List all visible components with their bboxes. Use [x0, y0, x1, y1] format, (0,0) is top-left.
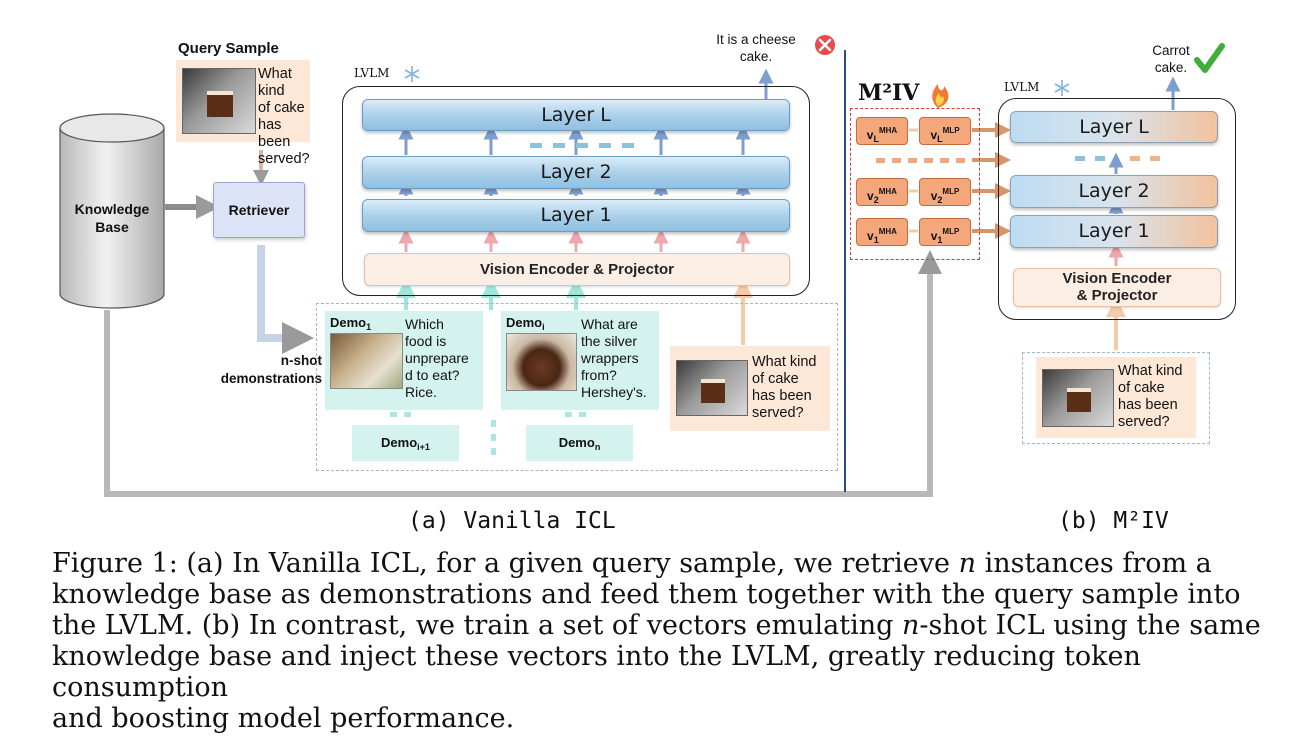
frozen-snowflake-icon-vanilla — [404, 66, 420, 82]
vector-vL-mha: vLMHA — [856, 117, 908, 145]
m2iv-query-container — [1022, 352, 1210, 444]
query-text-line: served? — [258, 151, 310, 167]
vanilla-layer-1: Layer 1 — [362, 199, 790, 232]
query-sample-card: What kind of cake has been served? — [176, 60, 310, 167]
demo-1-card: Demo1 Which food is unprepare d to eat? … — [325, 311, 483, 410]
m2iv-query-cake-image — [1042, 369, 1114, 427]
vanilla-query-card: What kind of cake has been served? — [670, 346, 830, 431]
m2iv-query-card: What kind of cake has been served? — [1036, 357, 1196, 438]
vector-v1-mlp: v1MLP — [919, 218, 971, 246]
kb-to-m2iv-connector — [104, 250, 942, 497]
caption-line-4: knowledge base and inject these vectors … — [52, 641, 1141, 703]
vanilla-lvlm-label: LVLM — [354, 66, 390, 80]
m2iv-vision-encoder: Vision Encoder & Projector — [1013, 268, 1221, 307]
m2iv-lvlm-label: LVLM — [1004, 80, 1040, 94]
query-text-line: What kind — [258, 66, 292, 99]
demo-i-cake-image — [506, 333, 577, 391]
vector-v1-mha: v1MHA — [856, 218, 908, 246]
demo-i-card: Demoi What are the silver wrappers from?… — [501, 311, 659, 410]
m2iv-vector-ellipsis — [876, 158, 965, 163]
query-text-line: of cake — [258, 100, 305, 116]
vector-v2-mlp: v2MLP — [919, 178, 971, 206]
vector-v2-mha: v2MHA — [856, 178, 908, 206]
caption-line-2: knowledge base as demonstrations and fee… — [52, 579, 1241, 610]
demonstrations-container — [316, 303, 838, 471]
retriever-label: Retriever — [228, 202, 290, 218]
vanilla-demo-dots — [390, 412, 586, 455]
m2iv-lvlm-frame — [998, 98, 1236, 320]
vector-pair-links — [909, 128, 918, 233]
caption-line-3: the LVLM. (b) In contrast, we train a se… — [52, 610, 1261, 641]
correct-answer-icon — [1194, 43, 1225, 73]
vector-vL-mlp: vLMLP — [919, 117, 971, 145]
vanilla-layer-l: Layer L — [362, 99, 790, 131]
trainable-fire-icon — [932, 84, 949, 108]
retriever-to-demos-arrow — [257, 245, 314, 354]
m2iv-vector-panel — [850, 108, 980, 260]
subcaption-a: (a) Vanilla ICL — [408, 508, 616, 534]
nshot-label: n-shot demonstrations — [220, 353, 322, 386]
caption-line-1: Figure 1: (a) In Vanilla ICL, for a give… — [52, 548, 1212, 579]
demo-1-food-image — [330, 333, 403, 389]
m2iv-vector-arrows — [972, 122, 1011, 239]
wrong-answer-icon — [815, 35, 835, 55]
vanilla-layer-ellipsis — [530, 143, 634, 148]
vanilla-pink-arrows — [398, 228, 751, 252]
m2iv-layer-l: Layer L — [1010, 111, 1218, 143]
demo-i-plus-1-card: Demoi+1 — [352, 425, 459, 461]
vanilla-lvlm-frame — [342, 86, 810, 296]
figure-caption: Figure 1: (a) In Vanilla ICL, for a give… — [52, 548, 1272, 734]
m2iv-output-text: Carrot cake. — [1152, 43, 1190, 75]
m2iv-layer-2: Layer 2 — [1010, 175, 1218, 208]
subcaption-b: (b) M²IV — [1058, 508, 1169, 534]
retriever-box: Retriever — [213, 182, 305, 238]
caption-line-5: and boosting model performance. — [52, 703, 515, 734]
vanilla-blue-arrows — [398, 68, 774, 196]
query-sample-title: Query Sample — [178, 40, 279, 57]
vanilla-vision-encoder: Vision Encoder & Projector — [364, 253, 790, 286]
frozen-snowflake-icon-m2iv — [1054, 80, 1070, 96]
knowledge-base-label: Knowledge Base — [74, 201, 150, 235]
query-text-line: has been — [258, 117, 291, 150]
m2iv-layer-ellipsis — [1075, 156, 1160, 161]
demo-n-card: Demon — [526, 425, 633, 461]
vanilla-layer-2: Layer 2 — [362, 156, 790, 189]
query-cake-image — [182, 68, 256, 134]
m2iv-layer-1: Layer 1 — [1010, 215, 1218, 248]
m2iv-title: M²IV — [858, 80, 920, 106]
vanilla-output-text: It is a cheese cake. — [716, 32, 796, 64]
vanilla-teal-arrows — [396, 278, 753, 345]
knowledge-base-cylinder — [59, 113, 165, 309]
vanilla-query-cake-image — [676, 360, 748, 416]
